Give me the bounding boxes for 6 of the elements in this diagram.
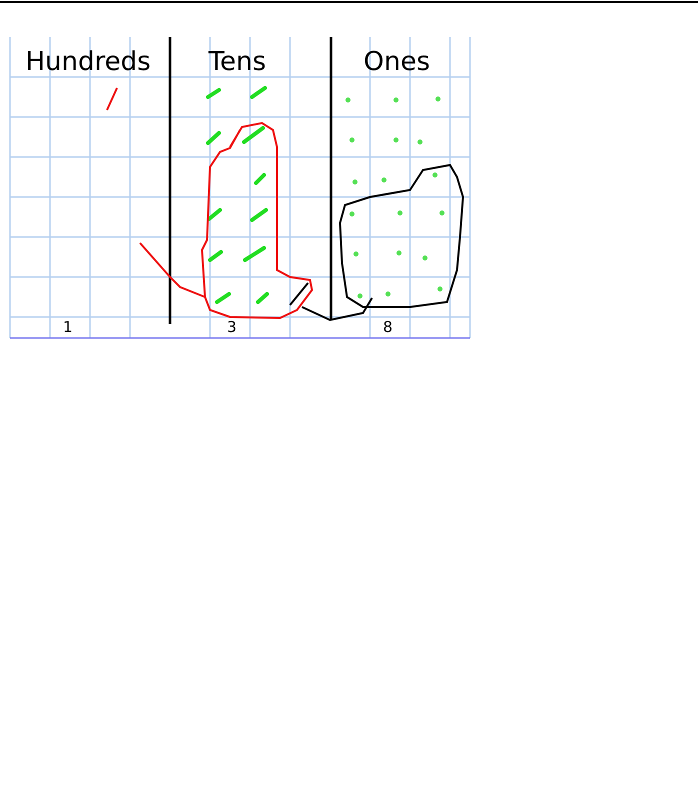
- column-heading: Ones: [364, 49, 430, 75]
- digit-label: 8: [383, 320, 393, 335]
- digit-label: 3: [227, 320, 237, 335]
- column-heading: Tens: [208, 49, 266, 75]
- digit-label: 1: [63, 320, 73, 335]
- column-heading: Hundreds: [26, 49, 151, 75]
